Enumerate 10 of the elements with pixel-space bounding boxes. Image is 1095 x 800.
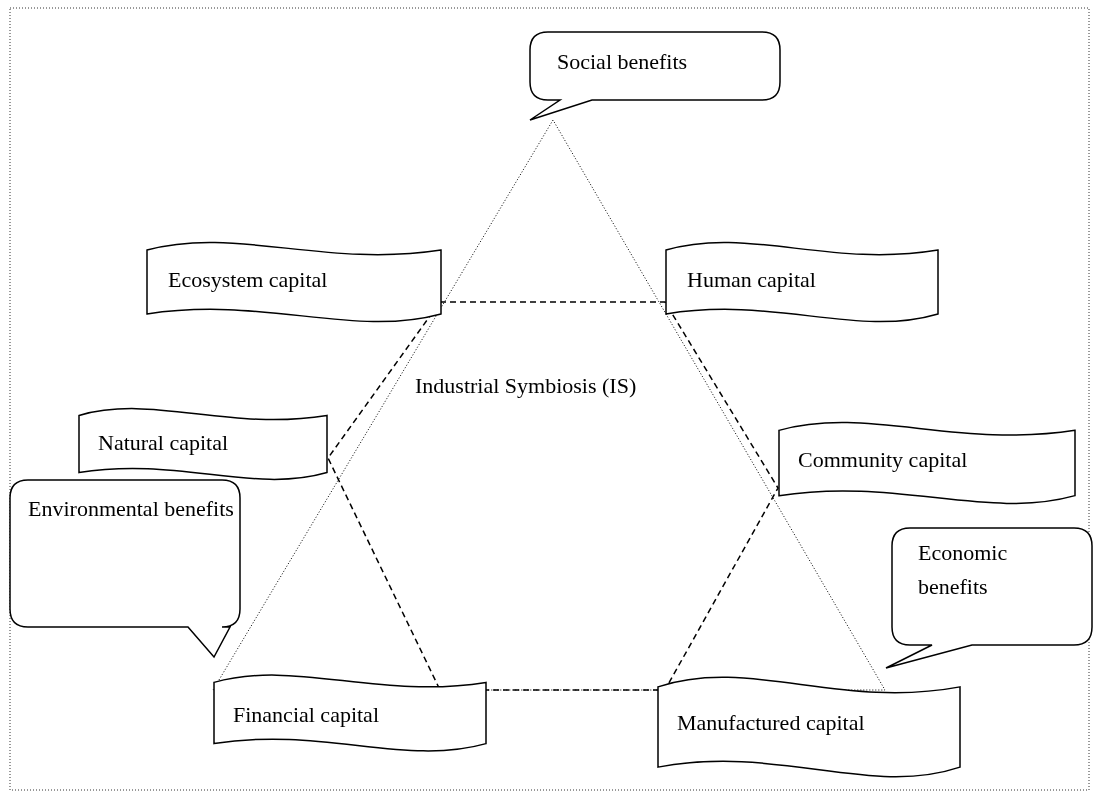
node-label: Community capital [798,446,968,474]
node-label: Economic benefits [918,539,1009,601]
node-label: Natural capital [98,429,229,457]
node-label: Social benefits [557,48,688,76]
node-label: Manufactured capital [677,709,865,737]
node-label: Ecosystem capital [168,266,328,294]
node-label: Environmental benefits [28,495,235,523]
node-label: Financial capital [233,701,379,729]
center-label: Industrial Symbiosis (IS) [415,372,638,400]
node-label: Human capital [687,266,816,294]
